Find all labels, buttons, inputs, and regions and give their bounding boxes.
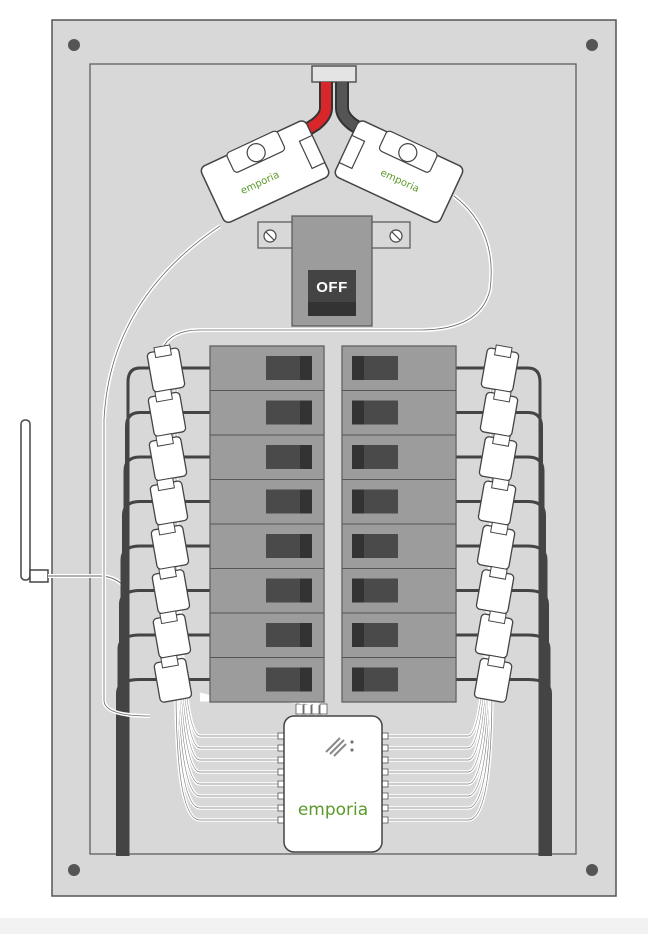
ct-clamp-tab [156, 477, 175, 492]
circuit-wire [456, 411, 543, 856]
breaker-handle-shade [352, 623, 364, 647]
breaker-handle-shade [352, 578, 364, 603]
ct-clamp-tab [153, 344, 173, 359]
monitor-port [381, 744, 389, 752]
status-led [350, 748, 354, 752]
monitor-port [277, 804, 285, 812]
ct-clamp-tab [160, 654, 179, 669]
circuit-wire [456, 455, 545, 856]
monitor-port [277, 816, 285, 824]
circuit-wire [126, 366, 210, 856]
monitor-port [381, 756, 389, 764]
circuit-wire [119, 589, 210, 856]
breaker-handle-shade [352, 356, 364, 380]
sensor-cable-edge [382, 687, 493, 821]
breaker-handle-shade [300, 489, 312, 514]
circuit-wire [125, 411, 210, 856]
feed-connector [311, 65, 357, 83]
circuit-wire [120, 544, 210, 856]
breaker-handle-shade [300, 445, 312, 469]
breaker-handle-shade [352, 400, 364, 425]
monitor-unit[interactable]: emporia [283, 715, 383, 853]
circuit-wire [456, 589, 549, 856]
monitor-port [311, 703, 320, 715]
circuit-ct-clamps [146, 344, 520, 703]
monitor-port [381, 780, 389, 788]
footer-strip [0, 918, 648, 934]
monitor-port [277, 768, 285, 776]
monitor-port [277, 780, 285, 788]
ct-clamp-tab [492, 433, 511, 447]
ct-clamp-tab [487, 654, 506, 669]
circuit-wire [122, 500, 210, 856]
ct-clamp-tab [157, 521, 176, 536]
ct-clamp-right: emporia [334, 120, 464, 224]
screw-icon [586, 864, 598, 876]
wifi-icon [325, 737, 347, 757]
monitor-port [295, 703, 304, 715]
circuit-wire [456, 633, 551, 856]
circuit-wire [123, 455, 210, 856]
monitor-port [381, 804, 389, 812]
breaker-handle-shade [300, 578, 312, 603]
sensor-cable-edge [175, 687, 284, 821]
monitor-port [277, 732, 285, 740]
ct-clamp-tab [158, 566, 177, 580]
monitor-port [381, 768, 389, 776]
monitor-port [303, 703, 312, 715]
ct-clamp-tab [491, 477, 510, 492]
monitor-port [381, 816, 389, 824]
screw-icon [68, 864, 80, 876]
monitor-port [381, 792, 389, 800]
ct-clamp-tab [488, 610, 507, 625]
circuit-wires [116, 366, 552, 856]
screw-icon [68, 39, 80, 51]
circuit-wire [456, 366, 542, 856]
breaker-handle-shade [352, 534, 364, 558]
circuit-wire [116, 678, 210, 856]
main-breaker[interactable]: OFF [291, 215, 373, 327]
circuit-wire [456, 678, 552, 856]
breaker-handle-shade [300, 623, 312, 647]
status-led [350, 740, 354, 744]
monitor-brand: emporia [298, 800, 368, 820]
monitor-port [319, 703, 328, 715]
breaker-handle-shade [300, 534, 312, 558]
screw-icon [586, 39, 598, 51]
ct-clamp-tab [489, 566, 508, 580]
breaker-handle-shade [300, 667, 312, 692]
circuit-wire [456, 544, 548, 856]
breaker-handle-shade [300, 356, 312, 380]
ct-clamp-tab [490, 521, 509, 536]
breaker [341, 434, 457, 480]
monitor-port [277, 756, 285, 764]
circuit-wire [117, 633, 210, 856]
circuit-wire [456, 500, 546, 856]
breaker-columns [209, 345, 457, 703]
main-breaker-lugs [257, 221, 411, 249]
breaker-handle-shade [352, 489, 364, 514]
ct-clamp-tab [155, 433, 174, 447]
ct-clamp-tab [159, 610, 178, 625]
breaker-handle-shade [352, 445, 364, 469]
main-breaker-label: OFF [316, 279, 348, 296]
breaker-handle-shade [300, 400, 312, 425]
ct-clamp-tab [492, 388, 512, 403]
monitor-port [381, 732, 389, 740]
ct-clamp-tab [154, 388, 174, 403]
antenna-icon [20, 419, 49, 583]
monitor-port [277, 792, 285, 800]
ct-clamp-tab [493, 344, 513, 359]
ct-clamp-left: emporia [200, 120, 330, 224]
breaker-handle-shade [352, 667, 364, 692]
monitor-port [277, 744, 285, 752]
